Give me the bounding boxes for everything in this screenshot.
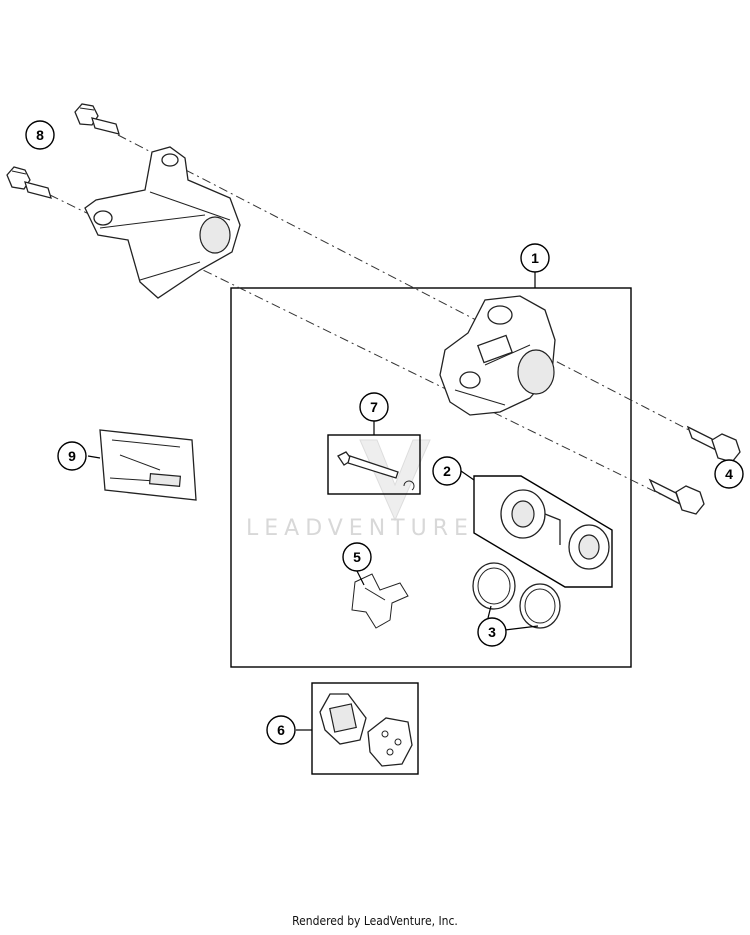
bolt-right-upper xyxy=(686,425,741,463)
piston-seals xyxy=(472,562,561,629)
pad-spring xyxy=(351,573,409,629)
callout-1[interactable]: 1 xyxy=(520,243,550,273)
grease-packet xyxy=(99,429,197,501)
svg-text:4: 4 xyxy=(725,466,733,482)
svg-text:7: 7 xyxy=(370,399,378,415)
bolt-right-lower xyxy=(648,478,705,515)
callout-5[interactable]: 5 xyxy=(342,542,372,572)
footer-credit: Rendered by LeadVenture, Inc. xyxy=(292,914,458,928)
assembly-line-upper xyxy=(117,134,719,446)
svg-text:3: 3 xyxy=(488,624,496,640)
callout-9[interactable]: 9 xyxy=(57,441,87,471)
callout-4[interactable]: 4 xyxy=(714,459,744,489)
svg-text:1: 1 xyxy=(531,250,539,266)
callout-3[interactable]: 3 xyxy=(477,617,507,647)
piston-box xyxy=(473,475,613,588)
brake-pad-box xyxy=(311,682,419,775)
callout-2[interactable]: 2 xyxy=(432,456,462,486)
svg-text:2: 2 xyxy=(443,463,451,479)
svg-text:5: 5 xyxy=(353,549,361,565)
caliper-kit-box xyxy=(230,287,632,668)
guide-pin xyxy=(337,451,415,491)
leader-lines xyxy=(87,272,539,731)
callout-6[interactable]: 6 xyxy=(266,715,296,745)
svg-text:9: 9 xyxy=(68,448,76,464)
watermark-text: LEADVENTURE xyxy=(246,516,474,541)
svg-text:6: 6 xyxy=(277,722,285,738)
caliper-pistons xyxy=(500,489,610,570)
bolt-upper xyxy=(74,103,120,135)
callout-7[interactable]: 7 xyxy=(359,392,389,422)
svg-text:8: 8 xyxy=(36,127,44,143)
caliper-bracket xyxy=(84,146,241,299)
callout-8[interactable]: 8 xyxy=(25,120,55,150)
brake-pads xyxy=(319,693,413,767)
watermark: LEADVENTURE xyxy=(246,439,474,541)
brake-caliper xyxy=(439,295,556,416)
bolt-lower xyxy=(6,166,52,199)
